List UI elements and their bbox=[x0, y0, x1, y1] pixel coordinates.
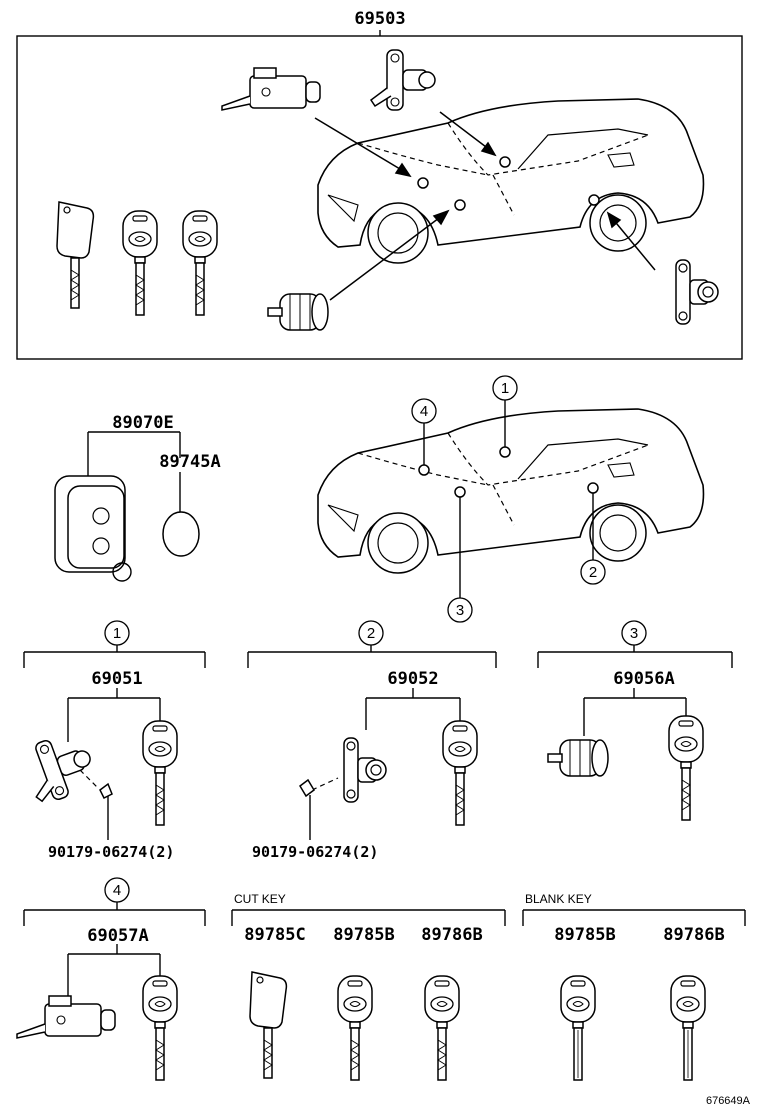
cut-key-2 bbox=[337, 975, 373, 1081]
group-4-part: 69057A bbox=[87, 926, 148, 946]
blank-key-part-2: 89786B bbox=[663, 925, 724, 945]
door-lock-assembly-top bbox=[675, 259, 719, 325]
cut-key-label: CUT KEY bbox=[234, 892, 286, 906]
car-outline-middle bbox=[317, 408, 705, 574]
screw-g2 bbox=[299, 778, 315, 798]
blank-key-label: BLANK KEY bbox=[525, 892, 592, 906]
callout-point-4 bbox=[418, 464, 430, 476]
key-g1 bbox=[142, 720, 178, 826]
screw-g1 bbox=[99, 782, 113, 800]
lock-point-glove bbox=[454, 199, 466, 211]
callout-point-1 bbox=[499, 446, 511, 458]
cut-key-3 bbox=[424, 975, 460, 1081]
blank-key-part-1: 89785B bbox=[554, 925, 615, 945]
hood-lock-assembly-top bbox=[370, 49, 436, 111]
hood-lock-assembly-g1 bbox=[18, 727, 101, 808]
blank-key-1 bbox=[560, 975, 596, 1081]
callout-1: 1 bbox=[501, 380, 509, 397]
callout-4: 4 bbox=[420, 403, 428, 420]
cut-key-part-1: 89785C bbox=[244, 925, 305, 945]
group-3-part: 69056A bbox=[613, 669, 674, 689]
group-1-part: 69051 bbox=[91, 669, 142, 689]
callout-point-3 bbox=[454, 486, 466, 498]
diagram-reference: 676649A bbox=[706, 1095, 751, 1107]
trunk-lock-assembly-g4 bbox=[16, 995, 116, 1039]
key-g3 bbox=[668, 715, 704, 821]
cut-key-part-2: 89785B bbox=[333, 925, 394, 945]
key-g2 bbox=[442, 720, 478, 826]
group-2-index: 2 bbox=[367, 625, 375, 642]
group-2-part: 69052 bbox=[387, 669, 438, 689]
master-key-top-2 bbox=[182, 210, 218, 316]
group-3-index: 3 bbox=[630, 625, 638, 642]
callout-3: 3 bbox=[456, 602, 464, 619]
card-key-top bbox=[56, 201, 95, 309]
blank-key-2 bbox=[670, 975, 706, 1081]
trunk-lock-assembly-top bbox=[221, 67, 321, 111]
cut-card-key bbox=[249, 971, 288, 1079]
master-key-top-1 bbox=[122, 210, 158, 316]
battery bbox=[162, 511, 200, 557]
key-g4 bbox=[142, 975, 178, 1081]
group-4-index: 4 bbox=[113, 882, 121, 899]
remote-part-number: 89070E bbox=[112, 413, 173, 433]
callout-point-2 bbox=[587, 482, 599, 494]
lock-point-trunk bbox=[499, 156, 511, 168]
lock-point-hood bbox=[417, 177, 429, 189]
callout-2: 2 bbox=[589, 564, 597, 581]
group-1-index: 1 bbox=[113, 625, 121, 642]
top-part-number: 69503 bbox=[354, 9, 405, 29]
car-outline-top bbox=[317, 98, 705, 264]
glove-cylinder-top bbox=[267, 293, 329, 331]
lock-point-door bbox=[588, 194, 600, 206]
cut-key-part-3: 89786B bbox=[421, 925, 482, 945]
battery-part-number: 89745A bbox=[159, 452, 220, 472]
glove-cylinder-g3 bbox=[547, 739, 609, 777]
door-lock-assembly-g2 bbox=[343, 737, 387, 803]
top-assembly-frame bbox=[16, 35, 743, 360]
group-2-sub-part: 90179-06274(2) bbox=[252, 843, 378, 861]
group-1-sub-part: 90179-06274(2) bbox=[48, 843, 174, 861]
